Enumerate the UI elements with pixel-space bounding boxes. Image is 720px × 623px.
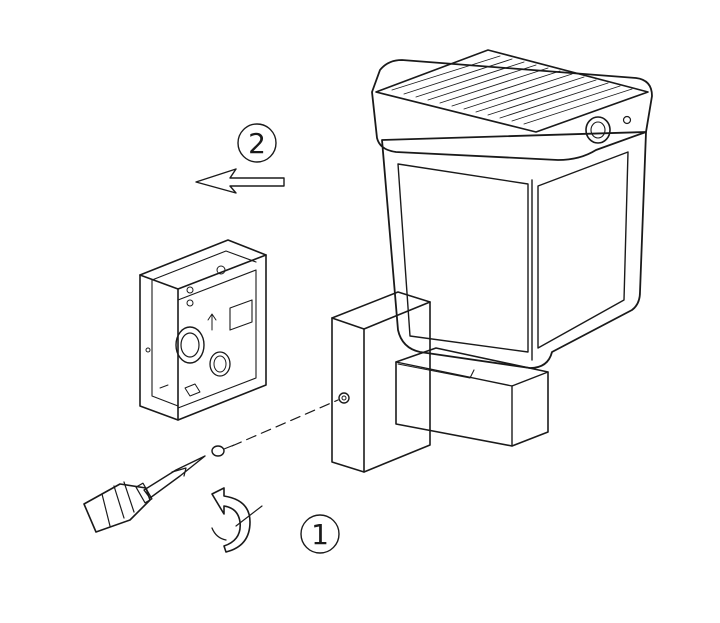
screw-icon xyxy=(211,444,235,457)
screwdriver-icon xyxy=(83,455,206,533)
lamp-head xyxy=(371,59,653,369)
mounting-box xyxy=(139,239,267,421)
step-1-number: 1 xyxy=(311,518,329,551)
step-2-number: 2 xyxy=(248,127,266,160)
lamp-arm xyxy=(395,347,549,447)
screw-guide-line xyxy=(231,399,339,447)
step-2-marker: 2 xyxy=(237,123,277,163)
step-2-direction-arrow-icon xyxy=(195,168,285,194)
solar-panel xyxy=(375,49,649,133)
step-1-marker: 1 xyxy=(300,514,340,554)
lamp-wall-plate xyxy=(331,291,431,473)
rotate-clockwise-arrow-icon xyxy=(211,487,263,553)
